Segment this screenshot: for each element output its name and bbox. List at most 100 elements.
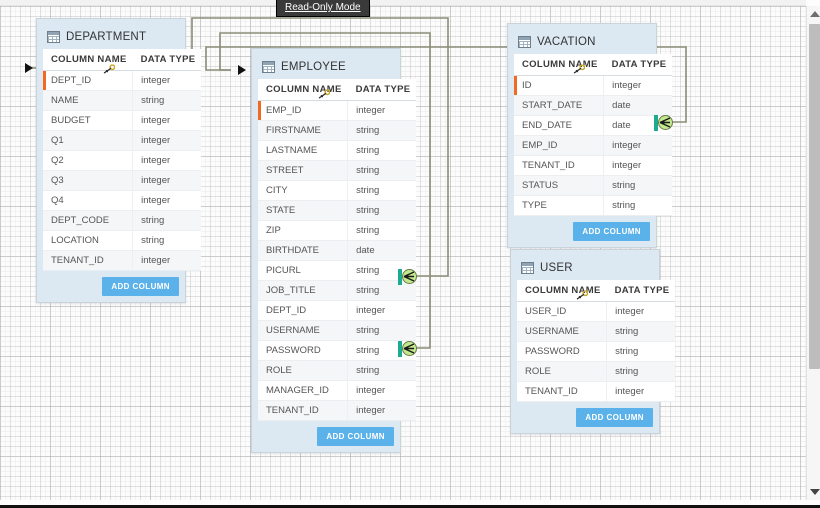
entity-header-department[interactable]: DEPARTMENT (43, 25, 179, 49)
column-type-cell[interactable]: string (347, 360, 417, 381)
column-type-cell[interactable]: date (603, 95, 673, 116)
column-name-cell[interactable]: LASTNAME (258, 140, 348, 161)
column-type-cell[interactable]: string (347, 140, 417, 161)
column-type-cell[interactable]: string (606, 341, 676, 362)
entity-employee[interactable]: EMPLOYEE COLUMN NAME DATA TYPE EMP_ID in… (251, 48, 417, 453)
column-type-cell[interactable]: string (347, 120, 417, 141)
table-row[interactable]: PICURL string (258, 260, 417, 281)
column-type-cell[interactable]: integer (606, 301, 676, 322)
column-name-cell[interactable]: ROLE (517, 361, 607, 382)
table-row[interactable]: END_DATE date (514, 115, 673, 136)
column-type-cell[interactable]: integer (132, 110, 202, 131)
column-type-cell[interactable]: integer (132, 170, 202, 191)
column-name-cell[interactable]: ROLE (258, 360, 348, 381)
column-type-cell[interactable]: string (132, 210, 202, 231)
column-name-cell[interactable]: Q3 (43, 170, 133, 191)
column-name-cell[interactable]: TENANT_ID (517, 381, 607, 402)
column-name-cell[interactable]: USER_ID (517, 301, 607, 322)
column-type-cell[interactable]: integer (132, 250, 202, 271)
column-type-cell[interactable]: integer (603, 75, 673, 96)
fk-endpoint-crowsfoot-emp-id[interactable] (658, 115, 673, 130)
column-type-cell[interactable]: string (606, 321, 676, 342)
entity-department[interactable]: DEPARTMENT COLUMN NAME DATA TYPE DEPT_ID… (36, 18, 202, 303)
column-type-cell[interactable]: integer (132, 130, 202, 151)
table-row[interactable]: TENANT_ID integer (517, 381, 676, 402)
column-name-cell[interactable]: NAME (43, 90, 133, 111)
column-name-cell[interactable]: JOB_TITLE (258, 280, 348, 301)
column-type-cell[interactable]: integer (132, 150, 202, 171)
vertical-scrollbar[interactable] (806, 6, 820, 500)
table-row[interactable]: BIRTHDATE date (258, 240, 417, 261)
column-name-cell[interactable]: Q4 (43, 190, 133, 211)
column-type-cell[interactable]: string (603, 175, 673, 196)
entity-header-vacation[interactable]: VACATION (514, 30, 650, 54)
column-name-cell[interactable]: DEPT_ID (43, 70, 133, 91)
table-row[interactable]: Q2 integer (43, 150, 202, 171)
table-row[interactable]: USER_ID integer (517, 301, 676, 322)
table-row[interactable]: EMP_ID integer (258, 100, 417, 121)
column-type-cell[interactable]: string (347, 280, 417, 301)
column-type-cell[interactable]: integer (603, 135, 673, 156)
column-name-cell[interactable]: PASSWORD (258, 340, 348, 361)
entity-user[interactable]: USER COLUMN NAME DATA TYPE USER_ID integ… (510, 249, 676, 434)
column-type-cell[interactable]: integer (347, 400, 417, 421)
scroll-down-arrow-icon[interactable] (810, 489, 820, 495)
column-type-cell[interactable]: string (347, 220, 417, 241)
table-row[interactable]: Q4 integer (43, 190, 202, 211)
column-type-cell[interactable]: integer (603, 155, 673, 176)
column-name-cell[interactable]: TENANT_ID (258, 400, 348, 421)
table-row[interactable]: ROLE string (258, 360, 417, 381)
column-name-cell[interactable]: MANAGER_ID (258, 380, 348, 401)
column-type-cell[interactable]: string (603, 195, 673, 216)
table-row[interactable]: LASTNAME string (258, 140, 417, 161)
table-row[interactable]: Q1 integer (43, 130, 202, 151)
column-type-cell[interactable]: integer (132, 190, 202, 211)
column-name-cell[interactable]: STREET (258, 160, 348, 181)
column-name-cell[interactable]: TENANT_ID (514, 155, 604, 176)
add-column-button[interactable]: ADD COLUMN (576, 408, 653, 427)
add-column-button[interactable]: ADD COLUMN (573, 222, 650, 241)
add-column-button[interactable]: ADD COLUMN (317, 427, 394, 446)
table-row[interactable]: TENANT_ID integer (258, 400, 417, 421)
column-name-cell[interactable]: PICURL (258, 260, 348, 281)
table-row[interactable]: ZIP string (258, 220, 417, 241)
column-type-cell[interactable]: integer (347, 300, 417, 321)
column-type-cell[interactable]: integer (347, 380, 417, 401)
table-row[interactable]: NAME string (43, 90, 202, 111)
column-name-cell[interactable]: EMP_ID (514, 135, 604, 156)
column-type-cell[interactable]: string (347, 160, 417, 181)
column-type-cell[interactable]: integer (132, 70, 202, 91)
diagram-canvas[interactable]: DEPARTMENT COLUMN NAME DATA TYPE DEPT_ID… (0, 6, 806, 500)
table-row[interactable]: FIRSTNAME string (258, 120, 417, 141)
table-row[interactable]: LOCATION string (43, 230, 202, 251)
column-name-cell[interactable]: STATUS (514, 175, 604, 196)
column-name-cell[interactable]: TYPE (514, 195, 604, 216)
column-name-cell[interactable]: PASSWORD (517, 341, 607, 362)
column-name-cell[interactable]: ID (514, 75, 604, 96)
column-name-cell[interactable]: START_DATE (514, 95, 604, 116)
column-name-cell[interactable]: DEPT_ID (258, 300, 348, 321)
column-type-cell[interactable]: string (347, 320, 417, 341)
entity-header-employee[interactable]: EMPLOYEE (258, 55, 394, 79)
table-row[interactable]: STATE string (258, 200, 417, 221)
column-name-cell[interactable]: TENANT_ID (43, 250, 133, 271)
fk-endpoint-crowsfoot-dept-id[interactable] (402, 269, 417, 284)
column-type-cell[interactable]: string (132, 90, 202, 111)
table-row[interactable]: BUDGET integer (43, 110, 202, 131)
column-name-cell[interactable]: BUDGET (43, 110, 133, 131)
column-name-cell[interactable]: END_DATE (514, 115, 604, 136)
table-row[interactable]: PASSWORD string (517, 341, 676, 362)
column-name-cell[interactable]: DEPT_CODE (43, 210, 133, 231)
table-row[interactable]: TENANT_ID integer (514, 155, 673, 176)
table-row[interactable]: PASSWORD string (258, 340, 417, 361)
table-row[interactable]: ID integer (514, 75, 673, 96)
column-name-cell[interactable]: EMP_ID (258, 100, 348, 121)
table-row[interactable]: TYPE string (514, 195, 673, 216)
column-name-cell[interactable]: LOCATION (43, 230, 133, 251)
table-row[interactable]: STATUS string (514, 175, 673, 196)
column-type-cell[interactable]: integer (606, 381, 676, 402)
table-row[interactable]: MANAGER_ID integer (258, 380, 417, 401)
column-type-cell[interactable]: string (347, 180, 417, 201)
table-row[interactable]: DEPT_CODE string (43, 210, 202, 231)
table-row[interactable]: Q3 integer (43, 170, 202, 191)
